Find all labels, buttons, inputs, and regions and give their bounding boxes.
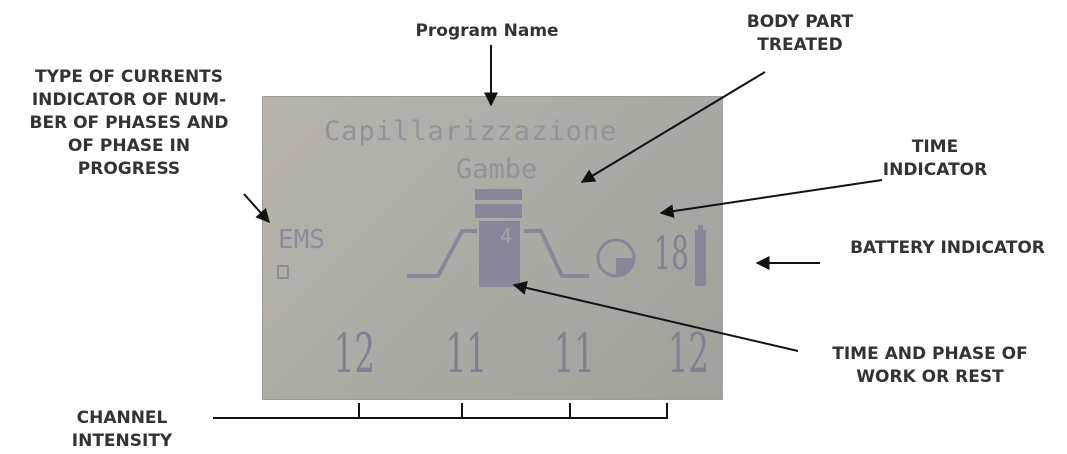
label-type-of-currents: TYPE OF CURRENTS INDICATOR OF NUM- BER O… [29, 67, 229, 179]
arrow-type-of-currents [243, 193, 270, 224]
lcd-channel-2: 11 [445, 322, 487, 385]
phase-block [479, 221, 520, 287]
phase-bar-top [475, 189, 522, 200]
lcd-channel-3: 11 [553, 322, 595, 385]
clock-icon [596, 238, 636, 278]
lcd-mode: EMS [278, 225, 325, 255]
lcd-body-part: Gambe [456, 154, 538, 185]
label-time-phase: TIME AND PHASE OF WORK OR REST [832, 344, 1028, 387]
channel-bracket [213, 403, 668, 419]
lcd-channel-4: 12 [667, 322, 709, 385]
battery-icon [695, 225, 706, 286]
waveform-ramp-up [407, 229, 477, 278]
label-battery-indicator: BATTERY INDICATOR [850, 238, 1045, 258]
lcd-program-name: Capillarizzazione [324, 116, 618, 147]
lcd-phase-number: 4 [500, 224, 513, 248]
phase-bar-mid [475, 204, 522, 218]
lcd-channel-1: 12 [333, 322, 375, 385]
label-channel-intensity: CHANNEL INTENSITY [71, 408, 173, 451]
phase-square-icon [277, 265, 289, 279]
lcd-time-value: 18 [653, 226, 689, 280]
label-program-name: Program Name [415, 21, 559, 41]
arrow-time-indicator [659, 179, 883, 219]
lcd-display: Capillarizzazione Gambe EMS 4 18 12 11 1… [262, 96, 723, 400]
waveform-graphic [407, 189, 706, 287]
waveform-ramp-down [524, 229, 589, 278]
arrow-body-part [580, 71, 766, 183]
label-time-indicator: TIME INDICATOR [882, 137, 988, 180]
label-body-part: BODY PART TREATED [746, 12, 854, 55]
arrow-time-phase [512, 281, 799, 352]
